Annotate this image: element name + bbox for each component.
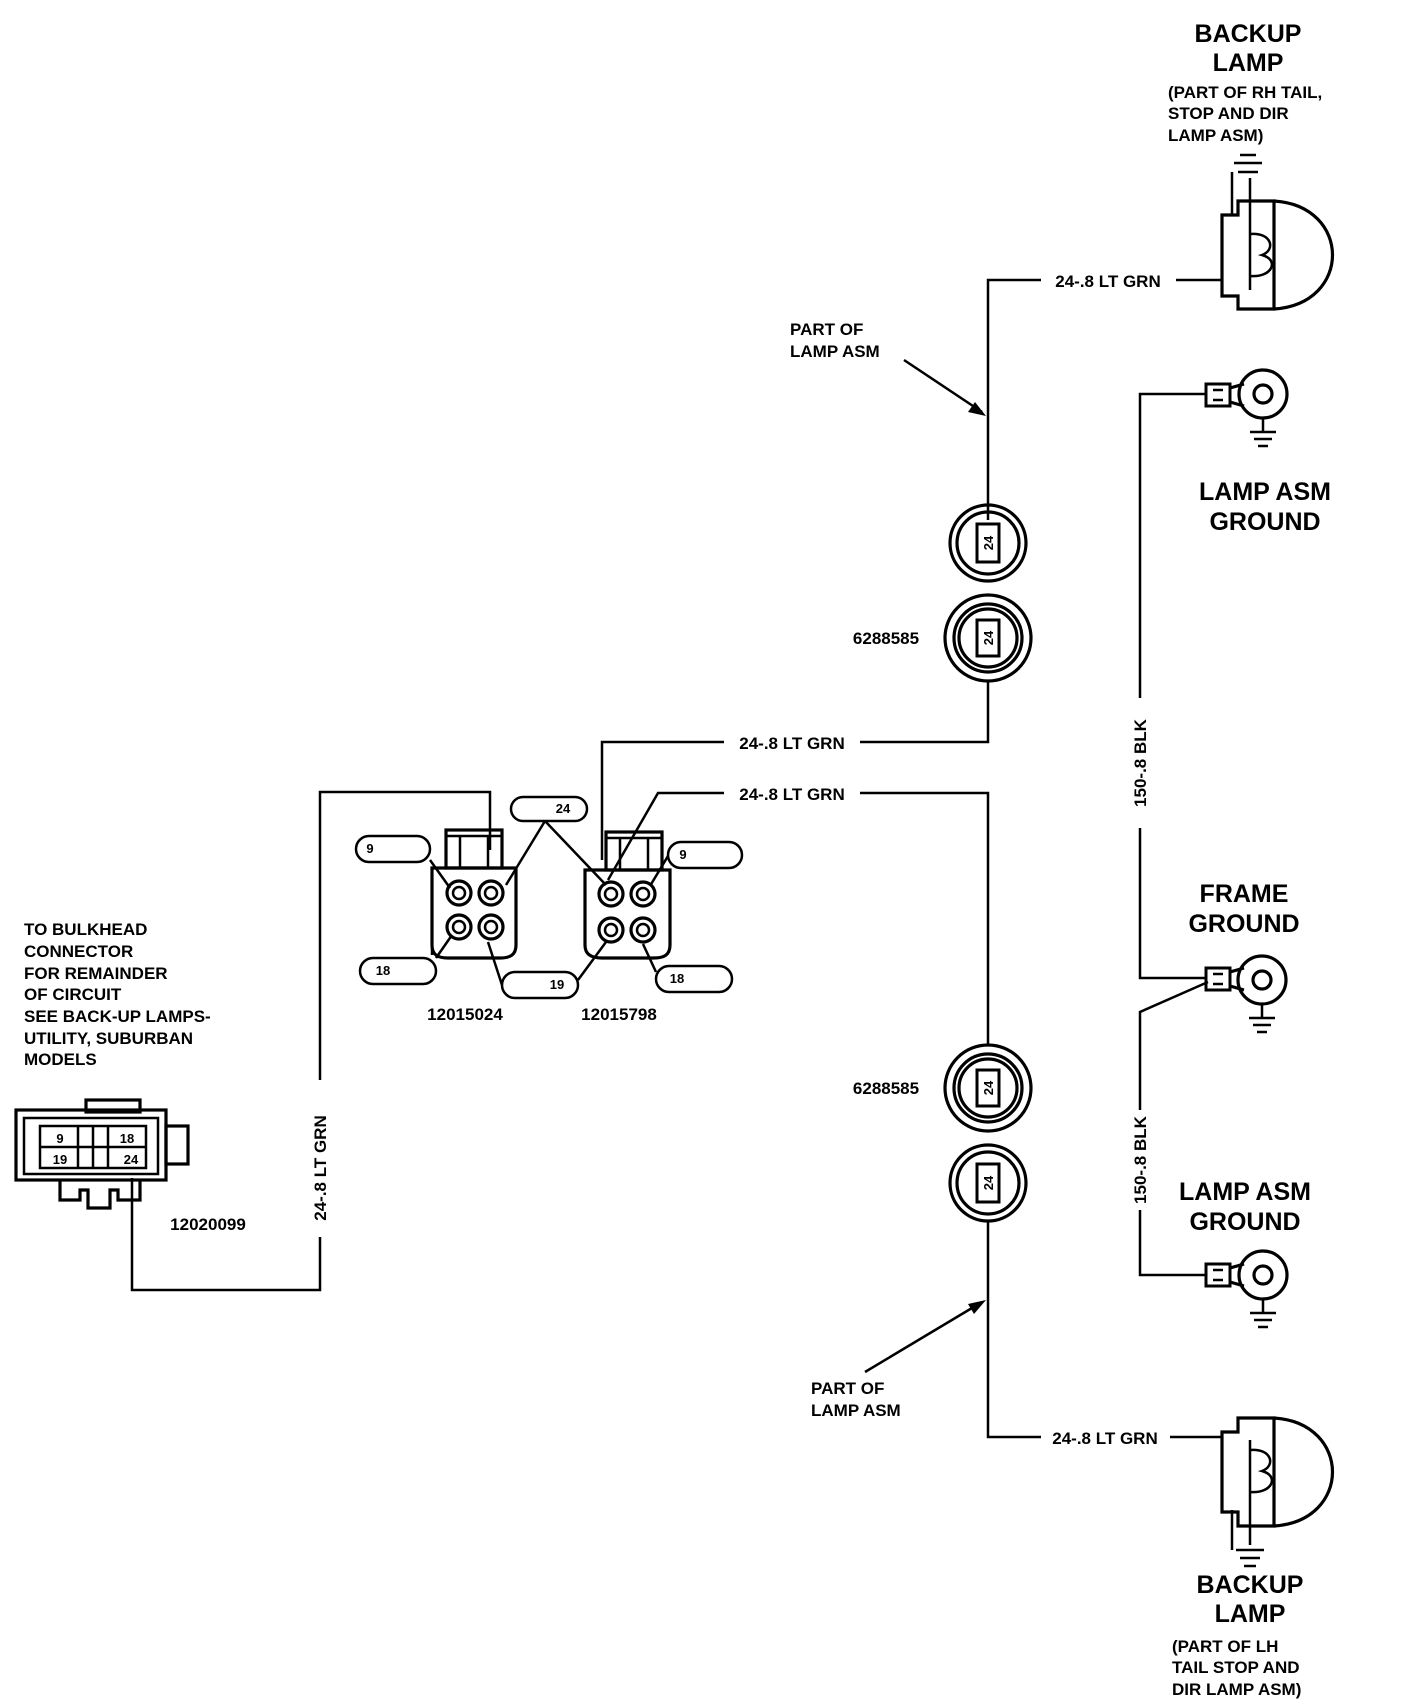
four-way-connector-right: [583, 830, 672, 960]
bulkhead-note-6: UTILITY, SUBURBAN: [24, 1029, 193, 1048]
callout-18-right-text: 18: [670, 971, 684, 986]
frame-ground: FRAME GROUND: [1188, 880, 1300, 1034]
lamp-asm-ground-top-label-2: GROUND: [1209, 508, 1320, 536]
round-upper-b-number: 24: [981, 630, 996, 645]
arrow-icon: [968, 1300, 986, 1314]
ring-terminal-icon: [1204, 368, 1289, 420]
part-of-lamp-asm-bottom-label-2: LAMP ASM: [811, 1401, 901, 1420]
round-connector-upper-a: 24: [948, 503, 1028, 583]
bottom-lamp-bulb-icon: [1220, 1416, 1335, 1528]
bottom-lamp-ground-symbol: [1230, 1505, 1264, 1568]
callout-18-left-text: 18: [376, 963, 390, 978]
bulkhead-note-7: MODELS: [24, 1050, 97, 1069]
upper-connector-wire: 24-.8 LT GRN: [600, 681, 990, 860]
top-backup-lamp: BACKUP LAMP (PART OF RH TAIL, STOP AND D…: [1168, 20, 1335, 311]
four-way-connector-right-part-number: 12015798: [581, 1005, 657, 1024]
lamp-asm-ground-bottom-label-2: GROUND: [1189, 1208, 1300, 1236]
callout-19-text: 19: [550, 977, 564, 992]
lamp-asm-ground-top-label-1: LAMP ASM: [1199, 478, 1331, 506]
lower-connector-wire: 24-.8 LT GRN: [606, 785, 990, 1045]
left-vertical-wire-label: 24-.8 LT GRN: [311, 1115, 330, 1220]
callout-9-left-text: 9: [366, 841, 373, 856]
bulkhead-cavity-19: 19: [53, 1152, 67, 1167]
round-lower-b-number: 24: [981, 1175, 996, 1190]
ground-icon: [1250, 1299, 1276, 1329]
lamp-asm-ground-bottom: LAMP ASM GROUND: [1179, 1178, 1311, 1329]
bulkhead-connector-part-number: 12020099: [170, 1215, 246, 1234]
callout-24: 24: [504, 795, 607, 886]
ground-upper-wire: 150-.8 BLK: [1131, 718, 1208, 980]
frame-ground-label-2: GROUND: [1188, 910, 1299, 938]
round-connector-upper-part-number: 6288585: [853, 629, 919, 648]
bottom-lamp-wire: 24-.8 LT GRN: [986, 1221, 1222, 1448]
part-of-lamp-asm-bottom: PART OF LAMP ASM: [811, 1300, 986, 1420]
top-lamp-bulb-icon: [1220, 199, 1335, 311]
top-lamp-note-2: STOP AND DIR: [1168, 104, 1289, 123]
part-of-lamp-asm-bottom-label-1: PART OF: [811, 1379, 884, 1398]
bottom-backup-lamp: BACKUP LAMP (PART OF LH TAIL STOP AND DI…: [1172, 1416, 1335, 1699]
four-way-connector-left: [430, 828, 518, 960]
round-upper-a-number: 24: [981, 535, 996, 550]
callout-18-left: 18: [358, 934, 454, 986]
part-of-lamp-asm-top-label-2: LAMP ASM: [790, 342, 880, 361]
bottom-lamp-wire-label: 24-.8 LT GRN: [1052, 1429, 1157, 1448]
top-lamp-title-1: BACKUP: [1195, 20, 1302, 48]
bulkhead-note-1: TO BULKHEAD: [24, 920, 147, 939]
ground-lower-wire: 150-.8 BLK: [1131, 980, 1209, 1277]
callout-24-text: 24: [556, 801, 571, 816]
lamp-asm-ground-top: LAMP ASM GROUND: [1138, 368, 1331, 698]
bulkhead-note-2: CONNECTOR: [24, 942, 133, 961]
four-way-connector-left-part-number: 12015024: [427, 1005, 503, 1024]
ground-icon: [1249, 1004, 1275, 1034]
top-lamp-note-1: (PART OF RH TAIL,: [1168, 83, 1322, 102]
left-vertical-wire: 24-.8 LT GRN: [130, 790, 492, 1292]
bulkhead-cavity-18: 18: [120, 1131, 134, 1146]
bulkhead-connector: 9 18 19 24: [14, 1098, 190, 1210]
bottom-lamp-note-3: DIR LAMP ASM): [1172, 1680, 1301, 1699]
part-of-lamp-asm-top: PART OF LAMP ASM: [790, 320, 986, 416]
ground-icon: [1250, 418, 1276, 448]
round-connector-lower-part-number: 6288585: [853, 1079, 919, 1098]
bottom-lamp-note-2: TAIL STOP AND: [1172, 1658, 1300, 1677]
bulkhead-cavity-9: 9: [56, 1131, 63, 1146]
bottom-lamp-title-1: BACKUP: [1197, 1571, 1304, 1599]
callout-9-left: 9: [354, 834, 452, 889]
lamp-asm-ground-bottom-label-1: LAMP ASM: [1179, 1178, 1311, 1206]
round-lower-a-number: 24: [981, 1080, 996, 1095]
part-of-lamp-asm-top-label-1: PART OF: [790, 320, 863, 339]
bottom-lamp-note-1: (PART OF LH: [1172, 1637, 1278, 1656]
bulkhead-note-4: OF CIRCUIT: [24, 985, 122, 1004]
arrow-icon: [968, 402, 986, 416]
upper-connector-wire-label: 24-.8 LT GRN: [739, 734, 844, 753]
round-connector-lower-a: 24: [943, 1043, 1033, 1133]
ground-upper-wire-label: 150-.8 BLK: [1131, 718, 1150, 807]
bottom-lamp-title-2: LAMP: [1215, 1600, 1286, 1628]
top-lamp-note-3: LAMP ASM): [1168, 126, 1263, 145]
top-lamp-wire: 24-.8 LT GRN: [986, 272, 1222, 520]
round-connector-lower-b: 24: [948, 1143, 1028, 1223]
callout-9-right-text: 9: [679, 847, 686, 862]
ground-lower-wire-label: 150-.8 BLK: [1131, 1115, 1150, 1204]
top-lamp-wire-label: 24-.8 LT GRN: [1055, 272, 1160, 291]
bulkhead-note-3: FOR REMAINDER: [24, 964, 168, 983]
bulkhead-note-5: SEE BACK-UP LAMPS-: [24, 1007, 211, 1026]
ring-terminal-icon: [1204, 1249, 1289, 1301]
frame-ground-label-1: FRAME: [1200, 880, 1289, 908]
callout-19: 19: [486, 941, 608, 1000]
callout-18-right: 18: [641, 943, 734, 994]
callout-9-right: 9: [648, 840, 744, 887]
ring-terminal-icon: [1204, 954, 1288, 1006]
bulkhead-cavity-24: 24: [124, 1152, 139, 1167]
lower-connector-wire-label: 24-.8 LT GRN: [739, 785, 844, 804]
bulkhead-note: TO BULKHEAD CONNECTOR FOR REMAINDER OF C…: [24, 920, 211, 1069]
round-connector-upper-b: 24: [943, 593, 1033, 683]
top-lamp-title-2: LAMP: [1213, 49, 1284, 77]
